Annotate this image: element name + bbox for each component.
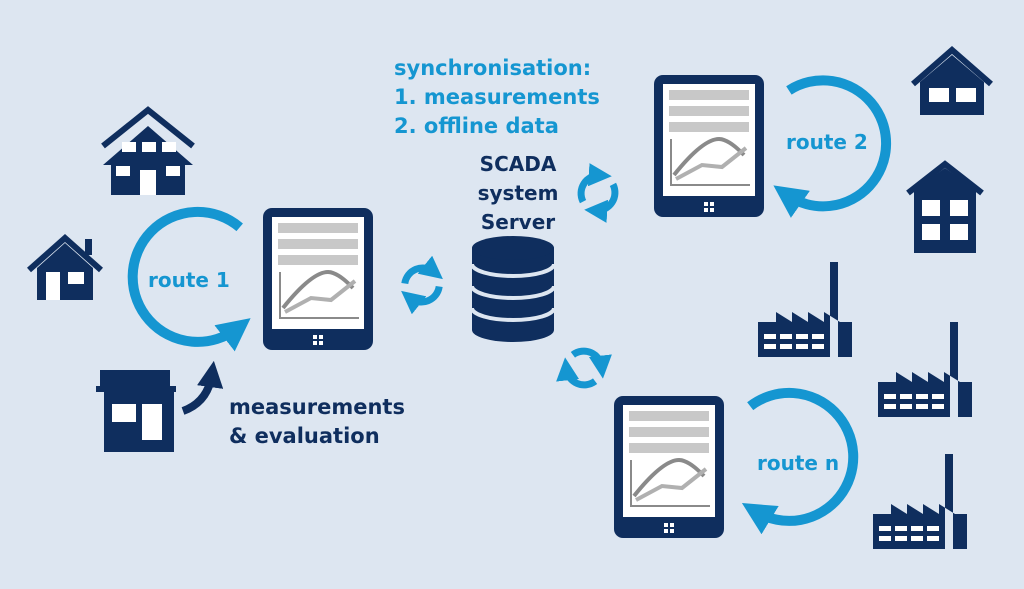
house-icon-top-right — [911, 46, 993, 115]
route-n-cycle-arrow — [741, 387, 859, 535]
server-label-line-1: SCADA — [479, 152, 557, 176]
factory-icon-2 — [878, 322, 972, 417]
shop-icon — [96, 370, 176, 452]
route-2-cycle-arrow — [773, 75, 892, 218]
measurement-label-line-2: & evaluation — [229, 424, 380, 448]
server-label-line-2: system — [477, 181, 559, 205]
tablet-route-1 — [261, 206, 375, 352]
sync-arrows-route-n — [560, 344, 608, 392]
route-n-label: route n — [757, 451, 840, 475]
apartment-house-icon — [101, 106, 195, 195]
server-label-line-3: Server — [480, 210, 556, 234]
sync-title: synchronisation: — [394, 56, 592, 80]
two-storey-house-icon — [906, 160, 984, 253]
measurement-label: measurements & evaluation — [229, 393, 405, 451]
measurement-arrow — [181, 360, 224, 415]
route-1-label: route 1 — [148, 268, 230, 292]
small-house-icon — [27, 233, 103, 300]
sync-item-measurements: 1. measurements — [394, 85, 600, 109]
sync-text: synchronisation: 1. measurements 2. offl… — [394, 54, 600, 141]
server-label: SCADA system Server — [463, 150, 573, 237]
tablet-route-n — [612, 394, 726, 540]
factory-icon-3 — [873, 454, 967, 549]
tablet-route-2 — [652, 73, 766, 219]
sync-arrows-route-2 — [574, 169, 622, 217]
database-server-icon — [470, 236, 556, 342]
factory-icon-1 — [758, 262, 852, 357]
sync-item-offline-data: 2. offline data — [394, 114, 559, 138]
route-1-cycle-arrow — [127, 206, 251, 352]
measurement-label-line-1: measurements — [229, 395, 405, 419]
sync-arrows-route-1 — [404, 267, 441, 304]
route-2-label: route 2 — [786, 130, 868, 154]
